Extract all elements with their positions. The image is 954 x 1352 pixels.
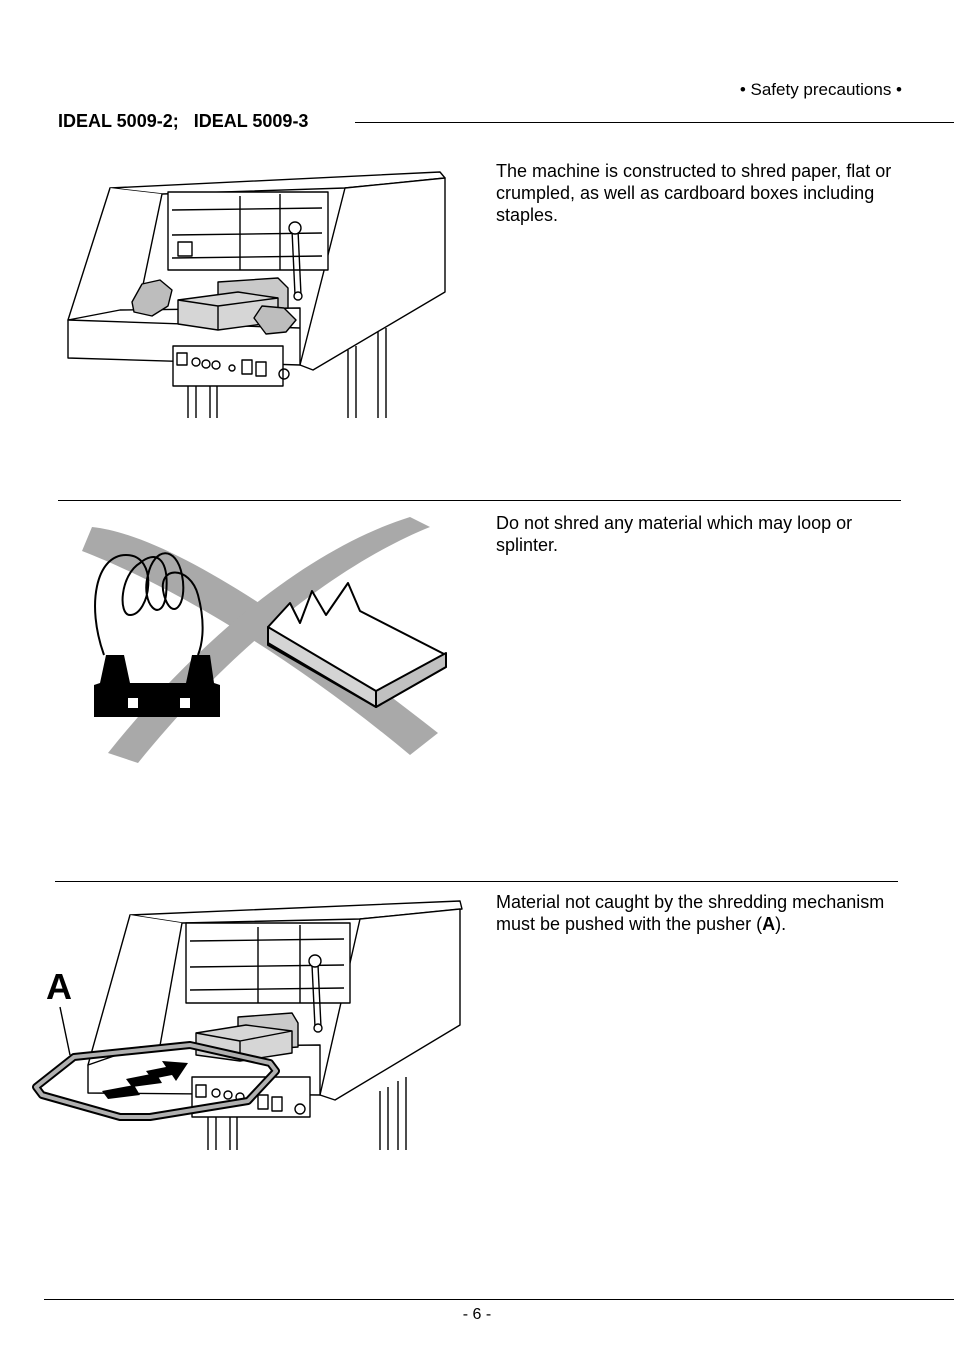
section-label: • Safety precautions • <box>739 80 902 99</box>
shredder-illustration-1 <box>60 160 460 425</box>
section-3-text-before: Material not caught by the shredding mec… <box>496 892 885 934</box>
prohibited-materials-illustration <box>82 517 450 763</box>
page-number: - 6 - <box>462 1306 492 1323</box>
section-2-text: Do not shred any material which may loop… <box>496 513 853 555</box>
section-3-text-bold: A <box>762 914 776 934</box>
section-3-text-after: ). <box>775 914 787 934</box>
section-3-text: Material not caught by the shredding mec… <box>496 891 906 935</box>
shredder-with-pusher-illustration <box>30 895 470 1160</box>
section-1-text: The machine is constructed to shred pape… <box>496 161 892 225</box>
section-divider-1 <box>58 500 901 501</box>
footer-rule <box>44 1299 954 1300</box>
section-divider-2 <box>55 881 898 882</box>
header-rule <box>355 122 954 123</box>
callout-label-a: A <box>46 966 72 1007</box>
model-label: IDEAL 5009-2; IDEAL 5009-3 <box>58 111 309 131</box>
